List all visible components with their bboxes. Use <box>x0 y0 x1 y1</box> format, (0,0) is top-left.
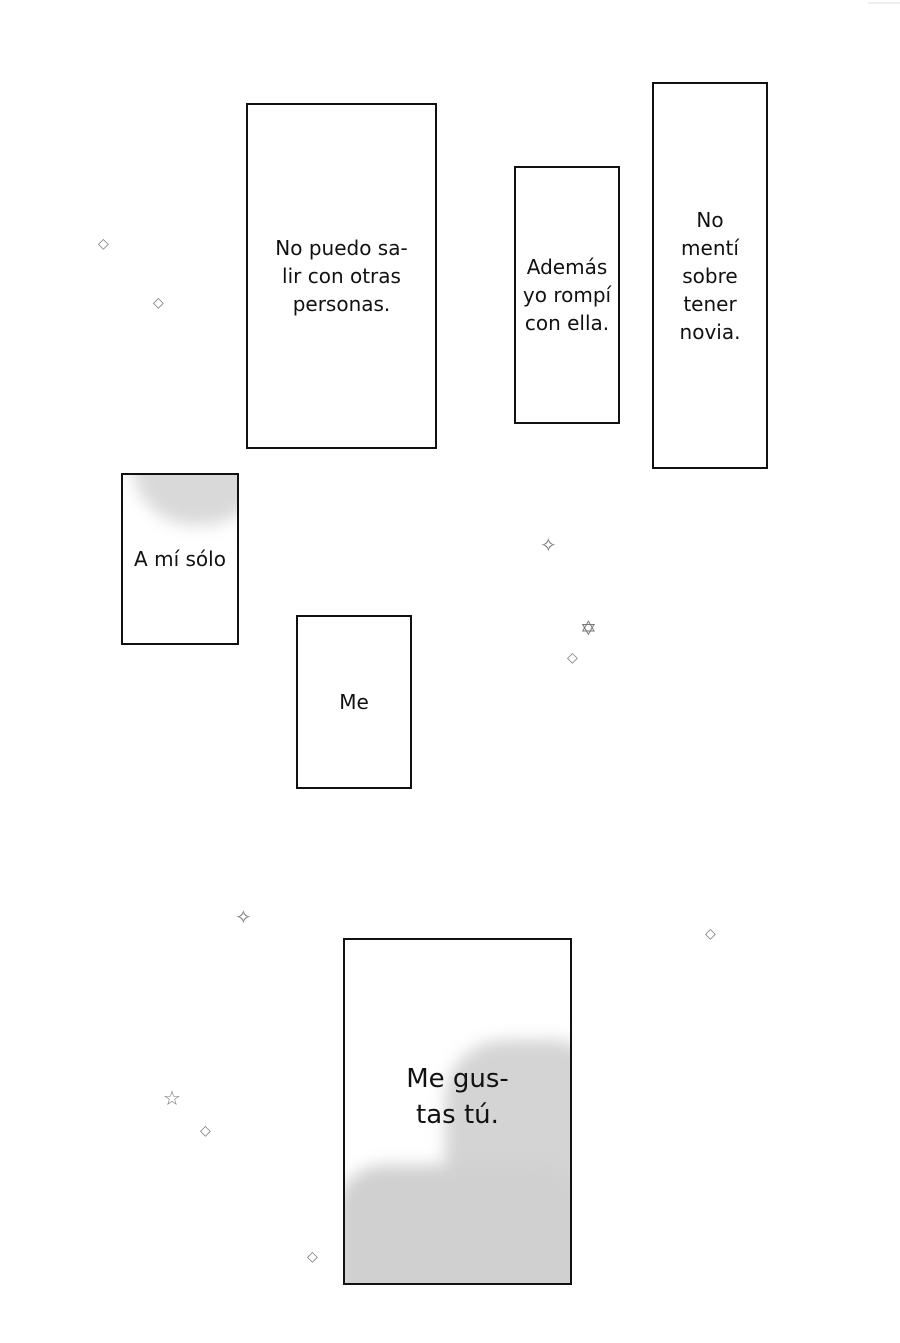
diamond-sparkle-icon: ◇ <box>705 926 716 942</box>
panel-ademas-rompi: Además yo rompí con ella. <box>514 166 620 424</box>
diamond-sparkle-icon: ◇ <box>200 1123 211 1139</box>
panel-no-menti: No mentí sobre tener novia. <box>652 82 768 469</box>
panel-a-mi-solo: A mí sólo <box>121 473 239 645</box>
star-outline-icon: ☆ <box>163 1086 181 1110</box>
screentone-shade <box>133 475 237 525</box>
speech-text: No puedo sa- lir con otras personas. <box>275 236 408 316</box>
speech-text: Me <box>339 690 369 714</box>
star-outline-icon: ✡ <box>580 616 597 640</box>
speech-text: A mí sólo <box>134 547 226 571</box>
speech-text: Además yo rompí con ella. <box>522 255 612 335</box>
page-edge-mark <box>868 2 900 4</box>
star-sparkle-icon: ✧ <box>235 905 252 929</box>
panel-me-gustas-tu: Me gus- tas tú. <box>343 938 572 1285</box>
speech-text: No mentí sobre tener novia. <box>679 207 741 344</box>
panel-no-puedo-salir: No puedo sa- lir con otras personas. <box>246 103 437 449</box>
diamond-sparkle-icon: ◇ <box>567 650 578 666</box>
speech-text: Me gus- tas tú. <box>406 1063 509 1130</box>
diamond-sparkle-icon: ◇ <box>98 236 109 252</box>
diamond-sparkle-icon: ◇ <box>153 295 164 311</box>
star-sparkle-icon: ✧ <box>540 533 557 557</box>
screentone-shade <box>345 1165 570 1283</box>
diamond-sparkle-icon: ◇ <box>307 1249 318 1265</box>
panel-me: Me <box>296 615 412 789</box>
